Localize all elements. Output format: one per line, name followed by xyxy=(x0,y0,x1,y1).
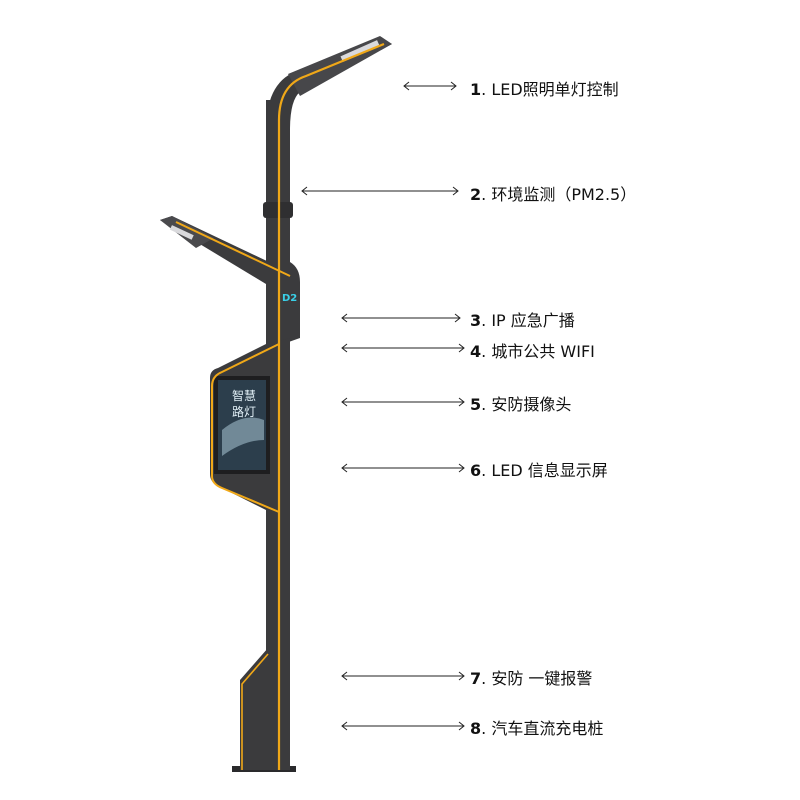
feature-label-4: 4. 城市公共 WIFI xyxy=(470,338,595,362)
arrow-4 xyxy=(340,342,466,354)
arrow-1 xyxy=(402,80,458,92)
arrow-7 xyxy=(340,670,466,682)
feature-label-3: 3. IP 应急广播 xyxy=(470,307,575,331)
charging-cabinet xyxy=(240,648,268,770)
feature-label-5: 5. 安防摄像头 xyxy=(470,391,571,415)
feature-label-2: 2. 环境监测（PM2.5） xyxy=(470,181,636,205)
arrow-2 xyxy=(300,185,460,197)
arrow-6 xyxy=(340,462,466,474)
screen-text-line1: 智慧 xyxy=(232,388,256,403)
arrow-8 xyxy=(340,720,466,732)
screen-text-line2: 路灯 xyxy=(232,404,256,419)
feature-label-6: 6. LED 信息显示屏 xyxy=(470,457,608,481)
arrow-5 xyxy=(340,396,466,408)
feature-label-7: 7. 安防 一键报警 xyxy=(470,665,592,689)
upper-side-panel xyxy=(266,262,300,350)
feature-label-1: 1. LED照明单灯控制 xyxy=(470,76,619,100)
feature-label-8: 8. 汽车直流充电桩 xyxy=(470,715,603,739)
arrow-3 xyxy=(340,312,462,324)
pole-logo: D2 xyxy=(282,293,297,304)
